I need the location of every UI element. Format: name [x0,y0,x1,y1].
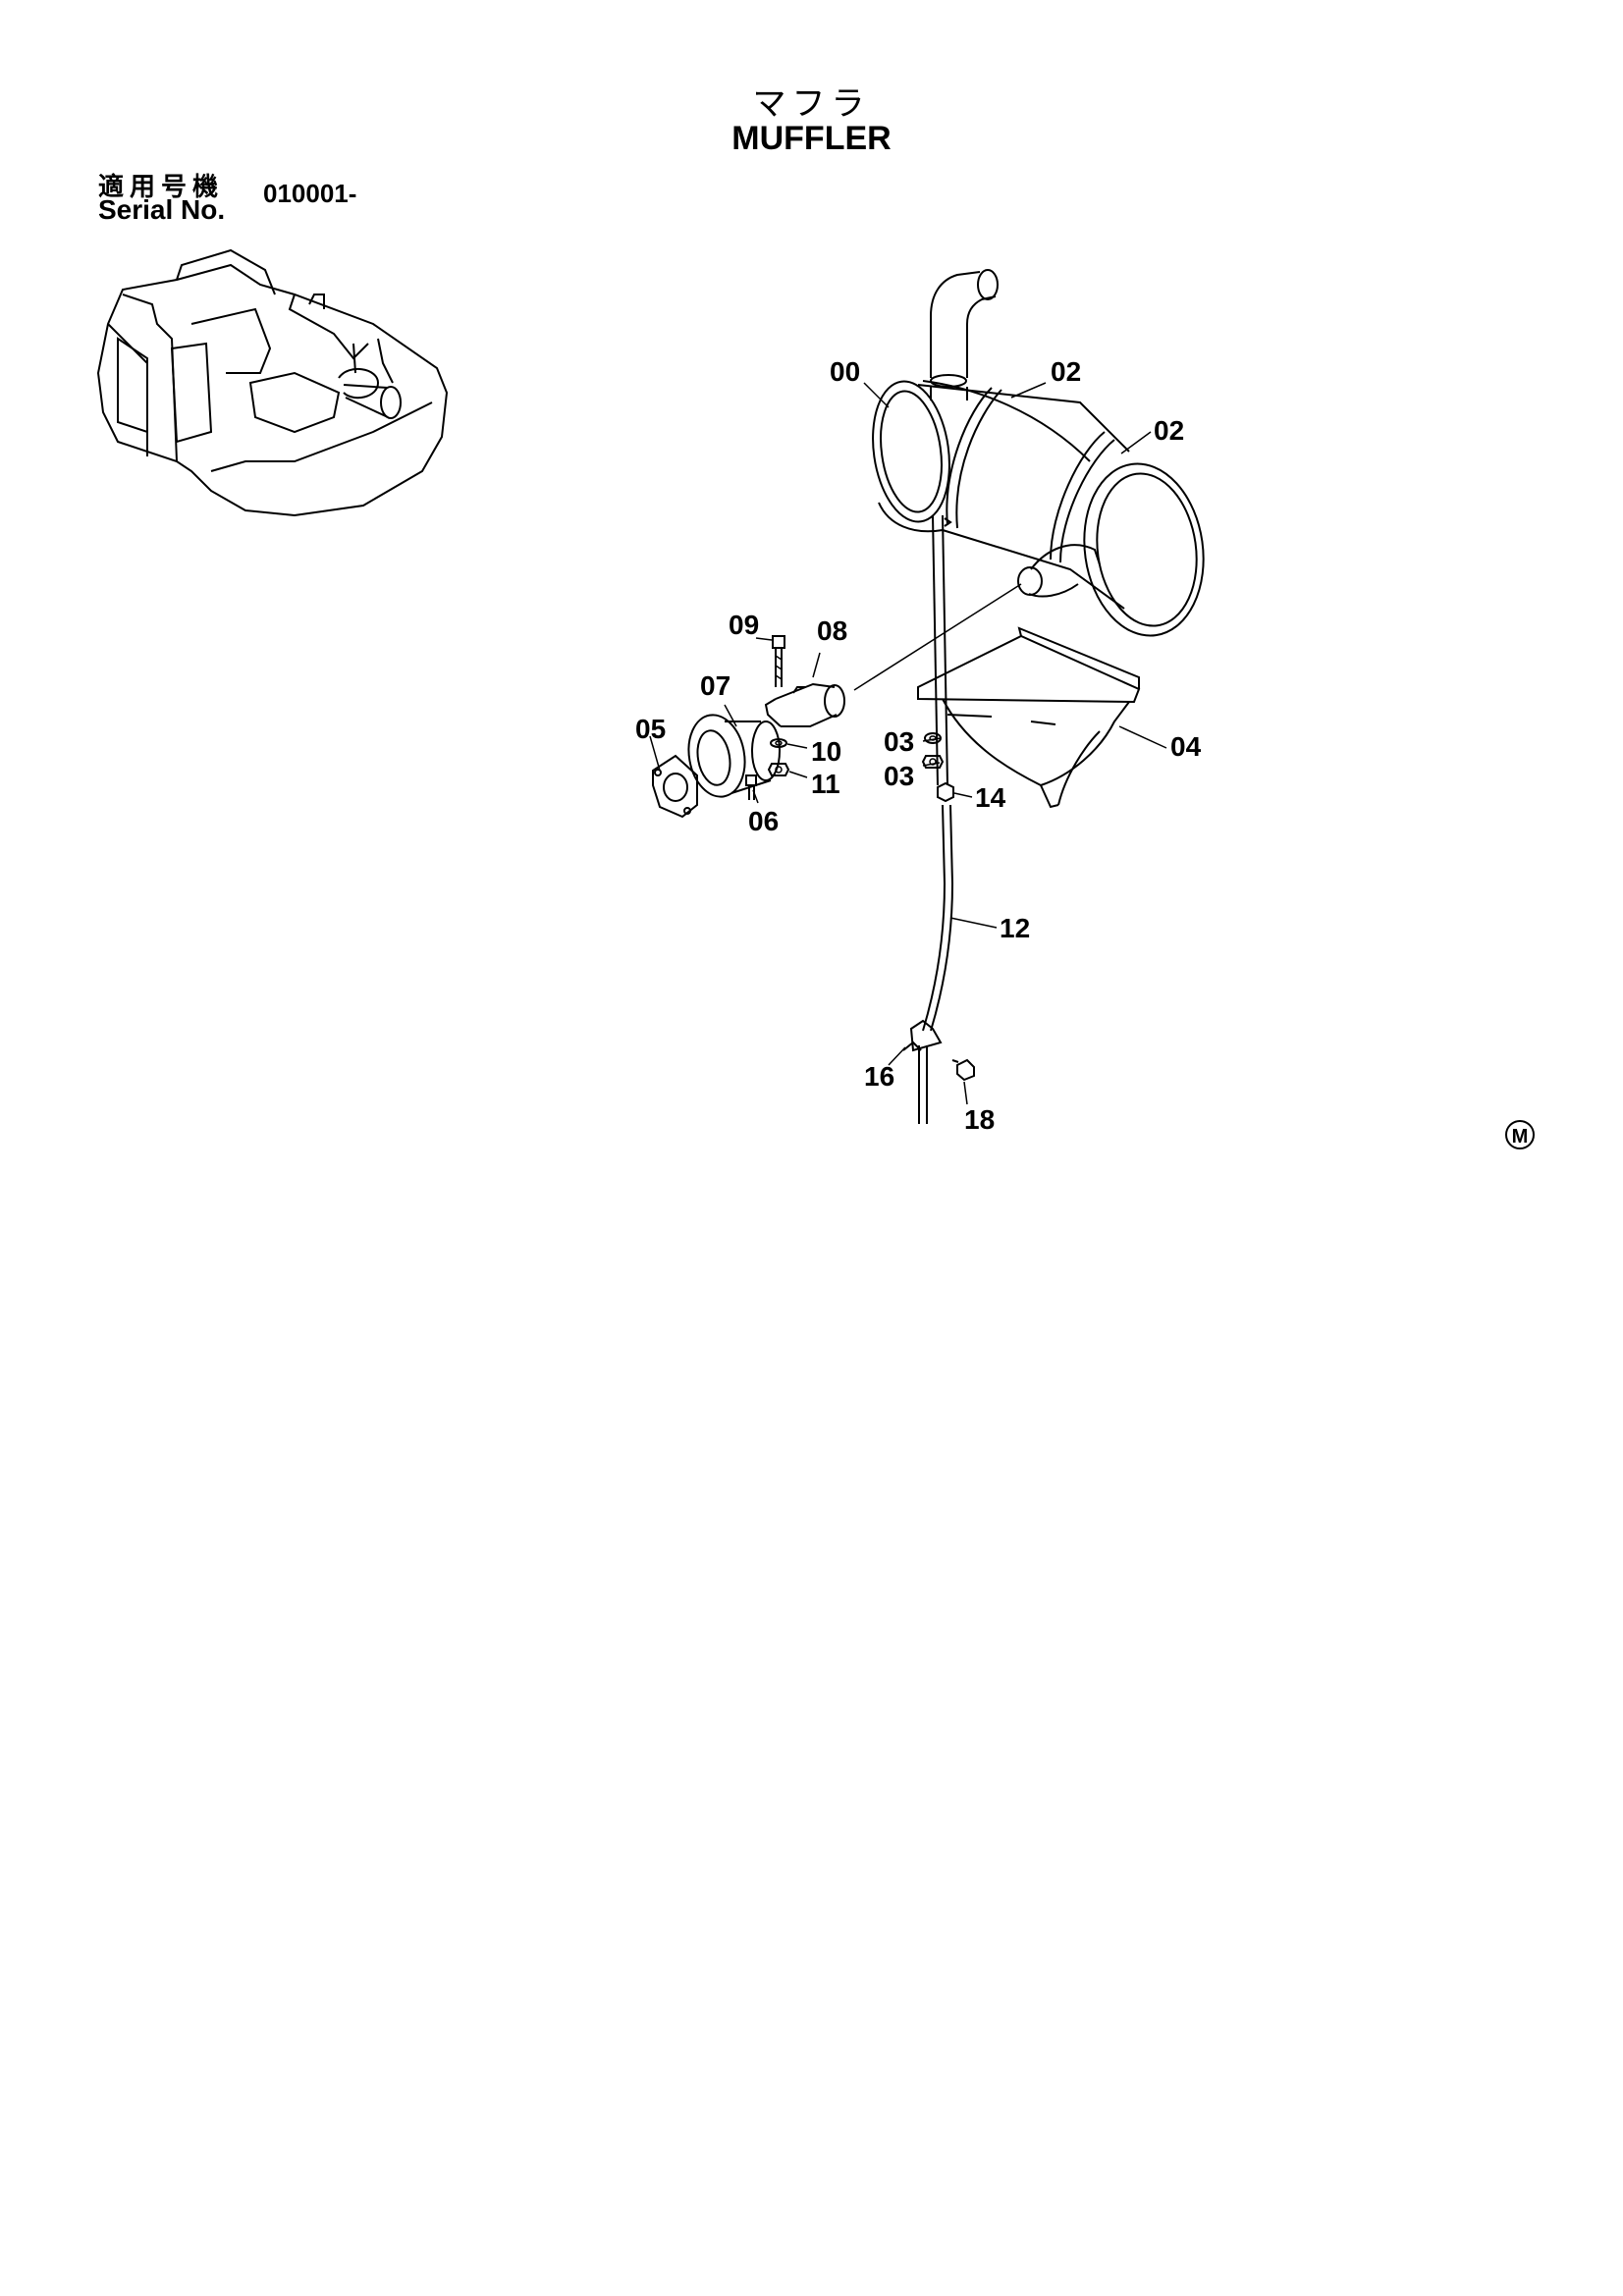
callout-04: 04 [1170,731,1202,762]
page-title-japanese: マフラ [752,85,871,123]
callout-leaders [649,382,1167,1105]
excavator-location-inset [96,248,449,517]
callout-18: 18 [964,1104,995,1135]
muffler-bracket [917,626,1141,809]
page-title: MUFFLER [731,120,892,157]
callout-02-band-front: 02 [1051,356,1081,387]
callout-00: 00 [830,356,860,387]
drain-pipe [909,514,954,1124]
callout-05: 05 [635,714,666,744]
callout-07: 07 [700,670,730,701]
mark-letter: M [1512,1126,1529,1148]
callout-03-washer: 03 [884,726,914,757]
muffler-body [872,269,1205,637]
callout-12: 12 [1000,913,1030,943]
callout-06: 06 [748,806,779,836]
serial-label-japanese: 適用号機 [98,172,225,201]
callout-labels: 00 02 02 03 03 04 05 06 07 08 09 10 11 1… [635,356,1202,1135]
callout-02-band-rear: 02 [1154,415,1184,446]
exhaust-pipe-parts [652,635,975,1082]
callout-14: 14 [975,782,1006,813]
serial-value: 010001- [263,179,357,208]
callout-09: 09 [729,610,759,640]
callout-16: 16 [864,1061,894,1092]
serial-label: Serial No. [98,194,226,225]
callout-08: 08 [817,615,847,646]
callout-10: 10 [811,736,841,767]
callout-11: 11 [811,769,840,799]
callout-03-nut: 03 [884,761,914,791]
circled-m-mark: M [1505,1120,1535,1149]
